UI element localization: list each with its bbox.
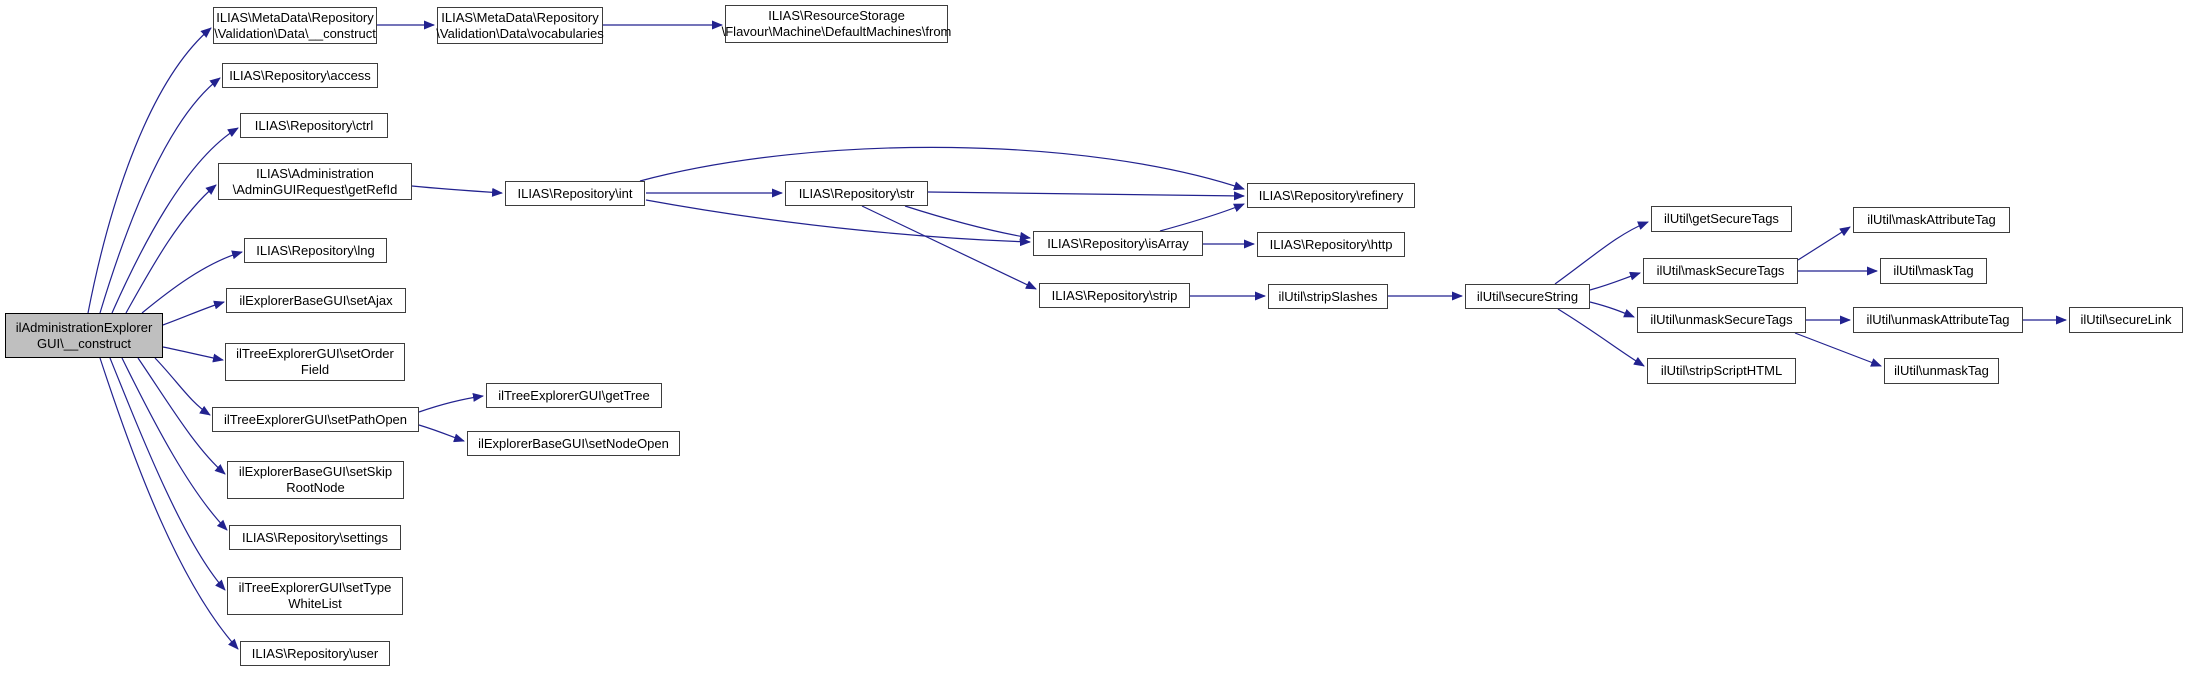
edge-root-to-user [99, 357, 239, 650]
node-repository-ctrl[interactable]: ILIAS\Repository\ctrl [240, 113, 388, 138]
edge-root-to-ctrl [111, 127, 239, 314]
node-iltreeexplorergui-setpathopen[interactable]: ilTreeExplorerGUI\setPathOpen [212, 407, 419, 432]
node-iltreeexplorergui-gettree[interactable]: ilTreeExplorerGUI\getTree [486, 383, 662, 408]
node-metadata-validation-data-vocabularies[interactable]: ILIAS\MetaData\Repository \Validation\Da… [436, 7, 604, 44]
edge-securestring-to-unmasksecuretags [1589, 301, 1635, 318]
edge-int-to-refinery [639, 146, 1245, 191]
node-repository-user[interactable]: ILIAS\Repository\user [240, 641, 390, 666]
node-admingiurequest-getrefid[interactable]: ILIAS\Administration \AdminGUIRequest\ge… [218, 163, 412, 200]
edge-securestring-to-masksecuretags [1589, 271, 1641, 291]
node-ilutil-masktag[interactable]: ilUtil\maskTag [1880, 258, 1987, 284]
node-ilutil-getsecuretags[interactable]: ilUtil\getSecureTags [1651, 206, 1792, 232]
node-ilutil-unmaskattributetag[interactable]: ilUtil\unmaskAttributeTag [1853, 307, 2023, 333]
edge-str-to-strip [861, 205, 1037, 290]
node-ilutil-stripslashes[interactable]: ilUtil\stripSlashes [1268, 284, 1388, 309]
edge-getrefid-to-int [411, 185, 503, 197]
node-ilutil-securelink[interactable]: ilUtil\secureLink [2069, 307, 2183, 333]
node-iltreeexplorergui-setorderfield[interactable]: ilTreeExplorerGUI\setOrder Field [225, 343, 405, 381]
edge-setpathopen-to-setnodeopen [418, 424, 465, 443]
edge-root-to-access [99, 77, 221, 314]
node-ilutil-stripscripthtml[interactable]: ilUtil\stripScriptHTML [1647, 358, 1796, 384]
edge-securestring-to-stripscripthtml [1557, 308, 1645, 367]
node-ilutil-securestring[interactable]: ilUtil\secureString [1465, 284, 1590, 309]
node-ilutil-maskattributetag[interactable]: ilUtil\maskAttributeTag [1853, 207, 2010, 233]
edge-int-to-isarray [645, 199, 1031, 247]
edge-root-to-lng [141, 250, 243, 314]
edge-isarray-to-refinery [1159, 203, 1245, 232]
node-ilutil-masksecuretags[interactable]: ilUtil\maskSecureTags [1643, 258, 1798, 284]
node-repository-settings[interactable]: ILIAS\Repository\settings [229, 525, 401, 550]
edge-root-to-setajax [162, 300, 225, 326]
node-ilutil-unmasksecuretags[interactable]: ilUtil\unmaskSecureTags [1637, 307, 1806, 333]
edge-root-to-setpathopen [154, 357, 211, 416]
node-ilexplorerbasegui-setajax[interactable]: ilExplorerBaseGUI\setAjax [226, 288, 406, 313]
node-repository-isarray[interactable]: ILIAS\Repository\isArray [1033, 231, 1203, 256]
node-repository-strip[interactable]: ILIAS\Repository\strip [1039, 283, 1190, 308]
edge-root-to-settings [121, 357, 228, 531]
edge-root-to-getrefid [125, 184, 217, 314]
edge-root-to-setskiprootnode [137, 357, 226, 475]
edge-str-to-isarray [904, 205, 1031, 241]
node-repository-lng[interactable]: ILIAS\Repository\lng [244, 238, 387, 263]
edge-unmasksecuretags-to-unmasktag [1794, 332, 1882, 367]
node-resourcestorage-defaultmachines-from[interactable]: ILIAS\ResourceStorage \Flavour\Machine\D… [722, 5, 951, 43]
node-repository-access[interactable]: ILIAS\Repository\access [222, 63, 378, 88]
edge-root-to-setorderfield [162, 346, 224, 363]
edge-root-to-settypewhitelist [109, 357, 226, 591]
node-ilexplorerbasegui-setskiprootnode[interactable]: ilExplorerBaseGUI\setSkip RootNode [227, 461, 404, 499]
edge-securestring-to-getsecuretags [1554, 221, 1649, 285]
node-repository-str[interactable]: ILIAS\Repository\str [785, 181, 928, 206]
node-iltreeexplorergui-settypewhitelist[interactable]: ilTreeExplorerGUI\setType WhiteList [227, 577, 403, 615]
edge-str-to-refinery [927, 191, 1245, 201]
node-repository-http[interactable]: ILIAS\Repository\http [1257, 232, 1405, 257]
edge-root-to-md-construct [87, 27, 212, 314]
node-iladministrationexplorergui-construct: ilAdministrationExplorer GUI\__construct [5, 313, 163, 358]
edge-masksecuretags-to-maskattributetag [1797, 226, 1851, 261]
node-repository-refinery[interactable]: ILIAS\Repository\refinery [1247, 183, 1415, 208]
node-repository-int[interactable]: ILIAS\Repository\int [505, 181, 645, 206]
node-ilexplorerbasegui-setnodeopen[interactable]: ilExplorerBaseGUI\setNodeOpen [467, 431, 680, 456]
edge-setpathopen-to-gettree [418, 392, 484, 413]
node-metadata-validation-data-construct[interactable]: ILIAS\MetaData\Repository \Validation\Da… [213, 7, 377, 44]
node-ilutil-unmasktag[interactable]: ilUtil\unmaskTag [1884, 358, 1999, 384]
